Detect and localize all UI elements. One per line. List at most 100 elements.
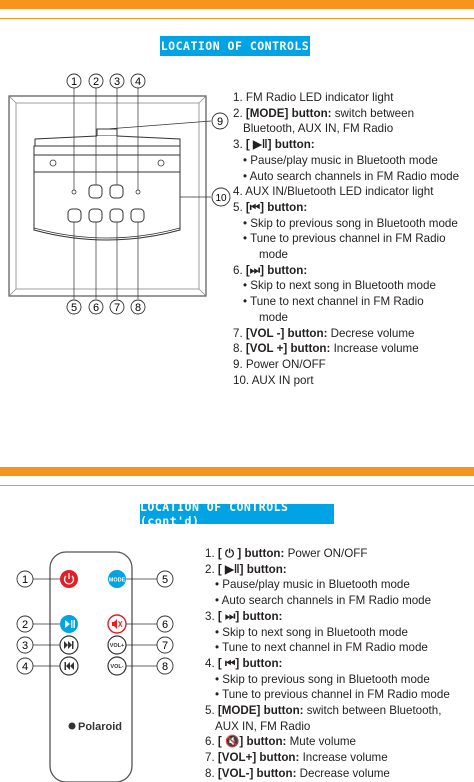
- button-name: [ ▶‖] button:: [217, 562, 287, 576]
- top-orange-line: [0, 18, 474, 19]
- item-number: 5.: [205, 704, 218, 718]
- remote-callout-5: 5: [162, 574, 168, 586]
- list-item: 9. Power ON/OFF: [233, 357, 326, 371]
- list-item: 2. [MODE] button: switch between: [233, 106, 459, 122]
- remote-callout-4: 4: [22, 661, 28, 673]
- item-number: 7.: [233, 326, 246, 340]
- button-name: [ ⏭] button:: [217, 609, 283, 623]
- item-description: Mute volume: [286, 735, 356, 749]
- list-item: • Tune to previous channel in FM Radio m…: [215, 688, 450, 702]
- item-number: 4.: [205, 656, 218, 670]
- button-name: [ ⏻ ] button:: [217, 547, 285, 560]
- middle-orange-band: [0, 467, 474, 476]
- button-name: [⏮] button:: [245, 200, 308, 214]
- list-item: 6. [ 🔇] button: Mute volume: [205, 734, 450, 750]
- section2-title: LOCATION OF CONTROLS (cont'd): [140, 500, 334, 528]
- list-item: Bluetooth, AUX IN, FM Radio: [243, 122, 394, 136]
- item-number: 3.: [205, 609, 218, 623]
- callout-5: 5: [71, 302, 77, 314]
- item-number: 2.: [233, 106, 246, 120]
- list-item: 8. [VOL +] button: Increase volume: [233, 341, 459, 357]
- list-item: • Tune to next channel in FM Radio mode: [215, 641, 428, 655]
- item-number: 1.: [205, 547, 218, 560]
- item-description: Decrease volume: [296, 766, 390, 780]
- list-item: 1. [ ⏻ ] button: Power ON/OFF: [205, 546, 450, 562]
- remote-mode-label: MODE: [109, 578, 126, 584]
- button-name: [⏭] button:: [245, 263, 308, 277]
- callout-4: 4: [135, 76, 141, 88]
- callout-1: 1: [71, 76, 77, 88]
- list-item: • Skip to previous song in Bluetooth mod…: [215, 672, 430, 686]
- callout-10: 10: [215, 193, 227, 204]
- button-name: [ ▶‖] button:: [245, 138, 315, 152]
- list-item: 6. [⏭] button:: [233, 263, 459, 279]
- item-description: switch between: [331, 106, 415, 120]
- list-item: 3. [ ▶‖] button:: [233, 137, 459, 153]
- button-name: [ 🔇] button:: [217, 735, 287, 749]
- remote-callout-2: 2: [22, 619, 28, 631]
- button-name: [MODE] button:: [217, 704, 304, 718]
- item-number: 5.: [233, 200, 246, 214]
- button-name: [ ⏮] button:: [217, 656, 283, 670]
- button-name: [VOL +] button:: [245, 342, 331, 356]
- speaker-diagram: 1 2 3 4 5 6 7 8 9 10: [8, 73, 231, 315]
- item-number: 6.: [205, 735, 218, 749]
- callout-7: 7: [114, 302, 120, 314]
- callout-8: 8: [135, 302, 141, 314]
- callout-2: 2: [93, 76, 99, 88]
- list-item: AUX IN, FM Radio: [215, 719, 311, 733]
- item-description: Power ON/OFF: [284, 547, 368, 560]
- remote-volplus-label: VOL+: [110, 643, 125, 649]
- callout-9: 9: [217, 116, 223, 128]
- list-item: • Pause/play music in Bluetooth mode: [215, 578, 410, 592]
- remote-callout-1: 1: [22, 574, 28, 586]
- section1-title: LOCATION OF CONTROLS: [160, 36, 310, 56]
- button-name: [VOL+] button:: [217, 751, 300, 765]
- list-item: 4. [ ⏮] button:: [205, 656, 450, 672]
- item-number: 7.: [205, 751, 218, 765]
- list-item: • Pause/play music in Bluetooth mode: [243, 153, 438, 167]
- section1-control-list: 1. FM Radio LED indicator light 2. [MODE]…: [233, 90, 459, 388]
- callout-3: 3: [114, 76, 120, 88]
- list-item: 8. [VOL-] button: Decrease volume: [205, 766, 450, 782]
- list-item: 10. AUX IN port: [233, 373, 314, 387]
- top-orange-band: [0, 0, 474, 9]
- remote-callout-8: 8: [162, 661, 168, 673]
- list-item: • Tune to previous channel in FM Radio: [243, 232, 446, 246]
- item-description: switch between Bluetooth,: [303, 704, 442, 718]
- list-item: • Auto search channels in FM Radio mode: [243, 169, 460, 183]
- item-number: 3.: [233, 138, 246, 152]
- list-item: • Auto search channels in FM Radio mode: [215, 594, 432, 608]
- item-number: 6.: [233, 263, 246, 277]
- item-number: 8.: [205, 766, 218, 780]
- list-item: mode: [259, 248, 289, 262]
- item-description: Increase volume: [330, 342, 419, 356]
- item-description: Decrese volume: [327, 326, 415, 340]
- list-item: 2. [ ▶‖] button:: [205, 562, 450, 578]
- list-item: • Skip to previous song in Bluetooth mod…: [243, 216, 458, 230]
- list-item: mode: [259, 310, 289, 324]
- remote-callout-7: 7: [162, 640, 168, 652]
- middle-orange-line: [0, 485, 474, 486]
- list-item: 7. [VOL+] button: Increase volume: [205, 750, 450, 766]
- item-description: Increase volume: [299, 751, 388, 765]
- callout-6: 6: [93, 302, 99, 314]
- item-number: 2.: [205, 562, 218, 576]
- list-item: 3. [ ⏭] button:: [205, 609, 450, 625]
- remote-volminus-label: VOL-: [110, 664, 123, 670]
- item-number: 8.: [233, 342, 246, 356]
- remote-brand-logo: Polaroid: [78, 721, 122, 733]
- list-item: 7. [VOL -] button: Decrese volume: [233, 326, 459, 342]
- remote-callout-3: 3: [22, 640, 28, 652]
- list-item: • Tune to next channel in FM Radio: [243, 295, 424, 309]
- list-item: 1. FM Radio LED indicator light: [233, 91, 394, 104]
- remote-callout-6: 6: [162, 619, 168, 631]
- remote-diagram: MODE VOL+ VOL- Polaroid 1 2 3 4 5 6 7 8: [16, 551, 174, 782]
- list-item: • Skip to next song in Bluetooth mode: [215, 625, 408, 639]
- list-item: • Skip to next song in Bluetooth mode: [243, 279, 436, 293]
- list-item: 5. [⏮] button:: [233, 200, 459, 216]
- button-name: [MODE] button:: [245, 106, 332, 120]
- list-item: 4. AUX IN/Bluetooth LED indicator light: [233, 185, 434, 199]
- button-name: [VOL -] button:: [245, 326, 328, 340]
